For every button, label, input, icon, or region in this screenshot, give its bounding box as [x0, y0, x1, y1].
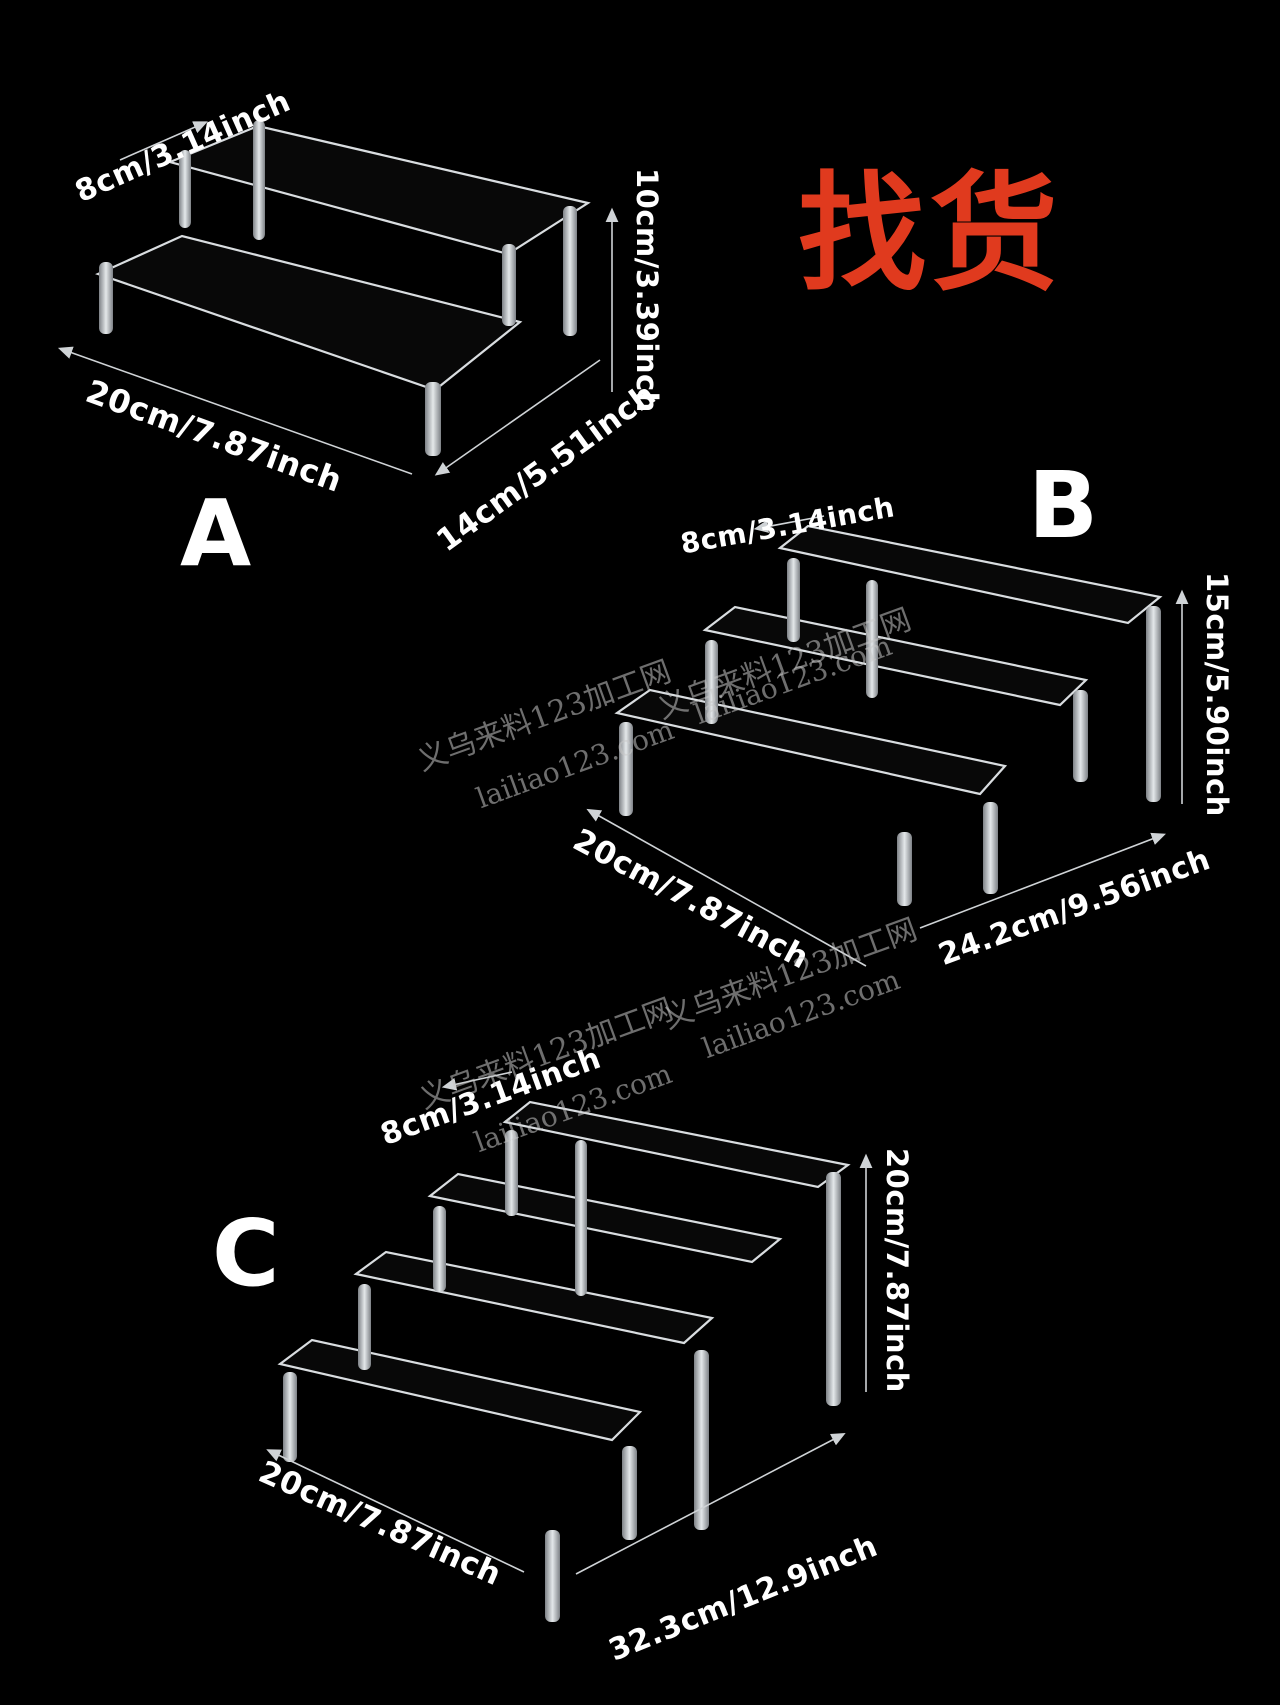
stand-c-photo — [266, 1071, 873, 1622]
title-text: 找货 — [798, 160, 1063, 309]
product-label-a: A — [180, 480, 252, 587]
stand-b-photo — [586, 515, 1189, 967]
a-height-label: 10cm/3.39inch — [630, 168, 664, 413]
stand-a-photo — [57, 120, 619, 476]
product-label-c: C — [212, 1200, 280, 1307]
product-label-b: B — [1028, 452, 1099, 559]
c-height-label: 20cm/7.87inch — [880, 1148, 914, 1393]
b-height-label: 15cm/5.90inch — [1200, 572, 1234, 817]
